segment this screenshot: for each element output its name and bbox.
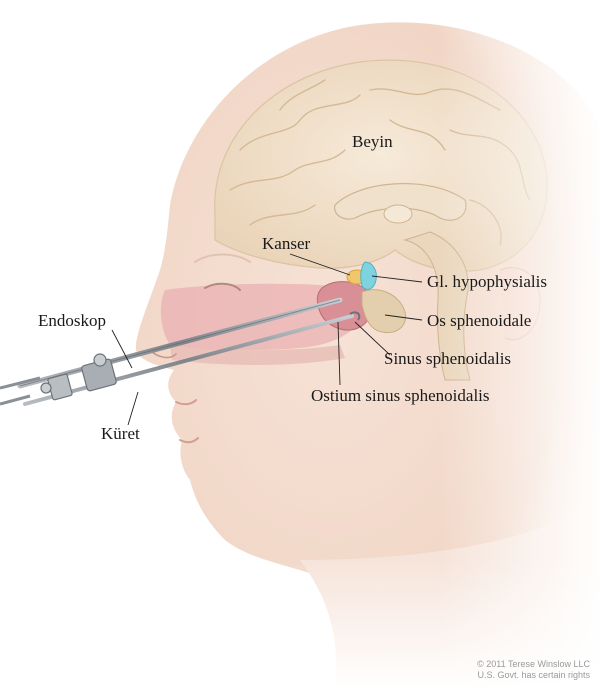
- label-sinus-sphenoidalis: Sinus sphenoidalis: [384, 349, 511, 369]
- label-kanser: Kanser: [262, 234, 310, 254]
- credit-line-2: U.S. Govt. has certain rights: [477, 670, 590, 681]
- label-beyin: Beyin: [352, 132, 393, 152]
- label-endoskop: Endoskop: [38, 311, 106, 331]
- label-kuret: Küret: [101, 424, 140, 444]
- label-os-sphenoidale: Os sphenoidale: [427, 311, 531, 331]
- label-gl-hypophysialis: Gl. hypophysialis: [427, 272, 547, 292]
- credit-line-1: © 2011 Terese Winslow LLC: [477, 659, 590, 670]
- endoscope-handle: [0, 354, 117, 404]
- thalamus: [384, 205, 412, 223]
- copyright-credit: © 2011 Terese Winslow LLC U.S. Govt. has…: [477, 659, 590, 681]
- label-ostium-sinus-sphenoidalis: Ostium sinus sphenoidalis: [311, 386, 490, 406]
